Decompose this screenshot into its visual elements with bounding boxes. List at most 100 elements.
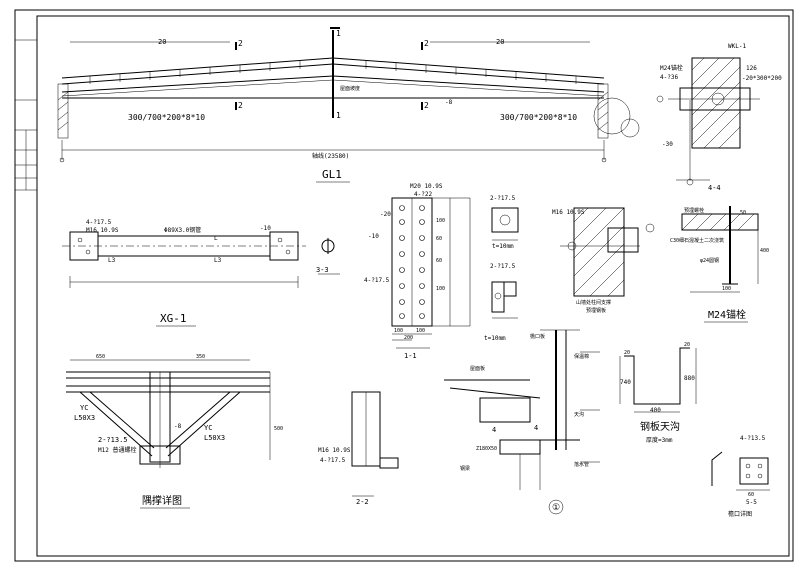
- brace-detail-drawing: [66, 359, 271, 468]
- brace-dim: 350: [196, 354, 205, 360]
- xg1-mark-top: L: [214, 235, 218, 242]
- stiffener-plates-drawing: [491, 207, 519, 319]
- sec55-holes: 4-?13.5: [740, 435, 766, 442]
- eave-note: 落水管: [574, 461, 589, 468]
- title-strip: [15, 39, 37, 191]
- gl1-cut-label: 2: [424, 39, 429, 48]
- section-5-5-label: 5-5: [746, 499, 757, 506]
- eave-dim: 4: [534, 424, 538, 432]
- brace-yc-left: YC: [80, 404, 88, 412]
- sec11-mid-dim: 60: [436, 236, 442, 242]
- section-1-1-label: 1-1: [404, 352, 417, 360]
- gutter-dim: 20: [684, 342, 690, 348]
- gl1-left-section: 300/700*200*8*10: [128, 113, 205, 122]
- sec11-bottom-dim: 100: [416, 328, 425, 334]
- gl1-right-dim: 20: [496, 38, 504, 46]
- eave-note: 天沟: [574, 411, 584, 418]
- gl1-plate-b: -20*300*200: [742, 75, 782, 82]
- gl1-plate-left: -8: [445, 99, 453, 106]
- section-2-2-label: 2-2: [356, 498, 369, 506]
- brace-holes: 2-?13.5: [98, 436, 128, 444]
- xg1-mark-left: L3: [108, 257, 116, 264]
- wall-embed-detail-drawing: [560, 207, 655, 297]
- gl1-frame-drawing: [57, 27, 640, 163]
- sec22-holes: 4-?17.5: [320, 457, 346, 464]
- sec22-bolt: M16 10.9S: [318, 447, 351, 454]
- brace-angle-left: L50X3: [74, 414, 95, 422]
- eave-dim: 4: [492, 426, 496, 434]
- gl1-right-section: 300/700*200*8*10: [500, 113, 577, 122]
- xg1-title: XG-1: [160, 312, 187, 325]
- sec11-bottom-dim: 100: [394, 328, 403, 334]
- xg1-bolt: M16 10.9S: [86, 227, 119, 234]
- sec11-left-dim: -10: [368, 233, 379, 240]
- gutter-title: 钢板天沟: [640, 420, 680, 433]
- eave-note: 保温棉: [574, 353, 589, 360]
- gl1-apex-cut: 1: [336, 111, 341, 120]
- gl1-dim-30: -30: [662, 141, 673, 148]
- gl1-plate-a: 4-?36: [660, 74, 678, 81]
- m24-top-note: 预埋螺栓: [684, 207, 704, 214]
- sec11-top-holes: 4-?22: [414, 191, 432, 198]
- m24-steel-note: C30细石混凝土二次浇筑: [670, 237, 724, 244]
- stiffener-a-holes: 2-?17.5: [490, 195, 516, 202]
- stiffener-b-holes: 2-?17.5: [490, 263, 516, 270]
- brace-bolt: M12 普通螺栓: [98, 446, 136, 454]
- section-4-4-drawing: [656, 57, 760, 186]
- gl1-cut-label: 2: [238, 101, 243, 110]
- section-3-3-label: 3-3: [316, 266, 329, 274]
- m24-dim: 400: [760, 248, 769, 254]
- sec11-mid-dim: 100: [436, 286, 445, 292]
- gutter-dim: 740: [620, 379, 631, 386]
- brace-minus8: -8: [174, 423, 182, 430]
- brace-dim: 650: [96, 354, 105, 360]
- gutter-dim: 880: [684, 375, 695, 382]
- xg1-left-note: 4-?17.5: [86, 219, 112, 226]
- m24-title: M24锚栓: [708, 308, 746, 321]
- gl1-dim-126: 126: [746, 65, 757, 72]
- gl1-apex-cut: 1: [336, 29, 341, 38]
- eave-note: 钢梁: [460, 465, 470, 472]
- gutter-dim: 400: [650, 407, 661, 414]
- eave-note: 屋面板: [470, 365, 485, 372]
- sec11-mid-dim: 100: [436, 218, 445, 224]
- xg1-pipe: Φ89X3.0钢管: [164, 226, 201, 234]
- sec11-top-bolt: M20 10.9S: [410, 183, 443, 190]
- section-3-3-drawing: [318, 238, 340, 275]
- stiffener-a-thickness: t=10mm: [492, 243, 514, 250]
- gutter-drawing: [619, 347, 697, 413]
- wall-note: 预埋钢板: [586, 307, 606, 314]
- node-1-label: ①: [552, 503, 560, 513]
- gl1-wkl: WKL-1: [728, 43, 746, 50]
- gl1-m24-label: M24锚栓: [660, 64, 683, 72]
- gl1-span-label: 轴线(23580): [312, 152, 349, 160]
- gl1-left-dim: 20: [158, 38, 166, 46]
- section-5-5-drawing: [711, 451, 770, 491]
- gutter-dim: 20: [624, 350, 630, 356]
- outer-border: [14, 9, 794, 562]
- wall-bolt: M16 10.9S: [552, 209, 585, 216]
- section-1-1-drawing: [391, 197, 471, 349]
- stiffener-b-thickness: t=10mm: [484, 335, 506, 342]
- sec11-bottom-holes: 4-?17.5: [364, 277, 390, 284]
- gl1-apex-note: 屋面坡度: [340, 85, 360, 92]
- gl1-cut-label: 2: [238, 39, 243, 48]
- xg1-plate: -10: [260, 225, 271, 232]
- sec11-mid-dim: 60: [436, 258, 442, 264]
- brace-angle-right: L50X3: [204, 434, 225, 442]
- m24-dim: 100: [722, 286, 731, 292]
- brace-title: 隅撑详图: [142, 494, 182, 507]
- section-2-2-drawing: [351, 391, 399, 497]
- sec55-dim: 60: [748, 492, 754, 498]
- gl1-cut-label: 2: [424, 101, 429, 110]
- m24-anchor-drawing: [681, 206, 759, 293]
- section-4-4-label: 4-4: [708, 184, 721, 192]
- xg1-mark-right: L3: [214, 257, 222, 264]
- brace-yc-right: YC: [204, 424, 212, 432]
- wall-note: 山墙处柱间支撑: [576, 299, 611, 306]
- eave-detail-title: 檐口详图: [728, 510, 752, 518]
- eave-base: Z180X50: [476, 446, 497, 452]
- eave-detail-drawing: [444, 329, 600, 515]
- sec11-bottom-dim: 200: [404, 335, 413, 341]
